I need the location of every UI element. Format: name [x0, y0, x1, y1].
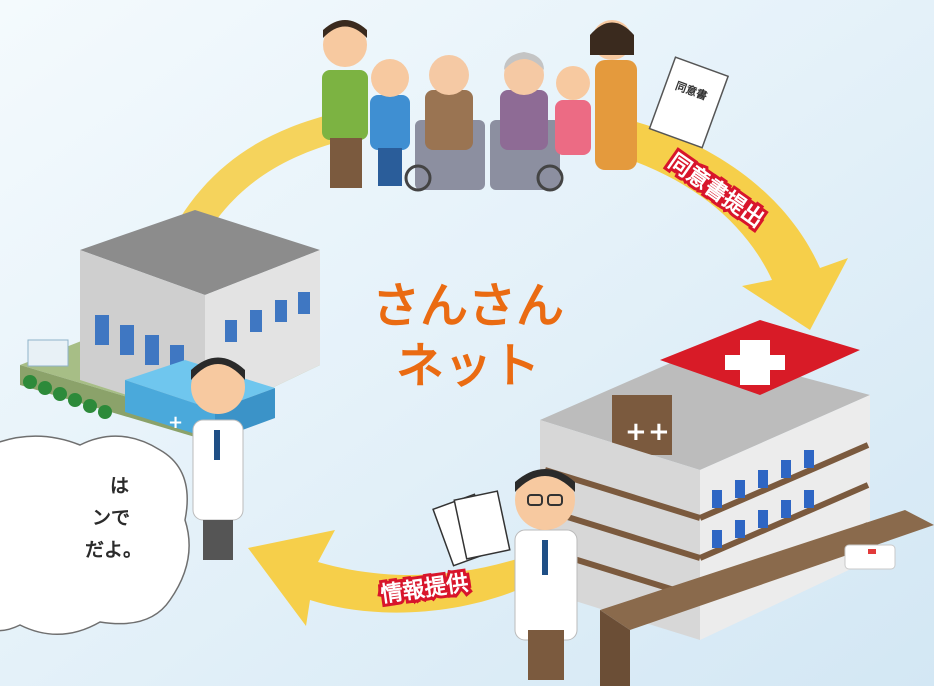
svg-text:+: + [648, 417, 670, 447]
arrow-consent [600, 115, 848, 330]
hospital-building: + + [540, 320, 934, 686]
hospital-doctor [514, 469, 578, 680]
speech-line-2: ンで [92, 507, 131, 529]
arrow-info [248, 530, 540, 626]
consent-document: 同意書 [648, 56, 730, 149]
center-label-line2: ネット [396, 338, 540, 394]
speech-line-3: だよ。 [85, 539, 143, 561]
speech-line-1: は [110, 475, 130, 497]
svg-text:+: + [168, 412, 183, 433]
speech-cloud [0, 435, 190, 635]
svg-text:+: + [625, 417, 647, 447]
clinic-doctor [191, 357, 245, 560]
family-group [322, 20, 637, 192]
center-label-line1: さんさん [372, 278, 564, 334]
speech-text: は ンで だよ。 [0, 470, 160, 566]
info-documents [432, 490, 511, 567]
